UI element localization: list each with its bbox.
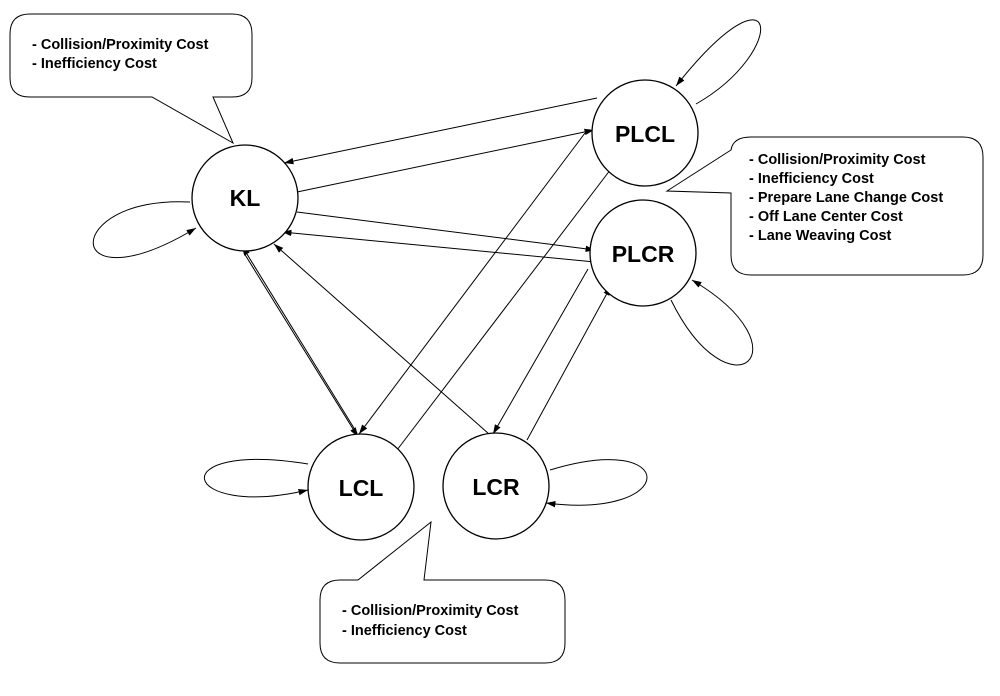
node-lcl: LCL bbox=[307, 433, 415, 541]
plcl-self-loop-arrow bbox=[675, 19, 762, 105]
plcr-to-lcr-arrow bbox=[492, 268, 589, 435]
plc-callout-line-2: - Inefficiency Cost bbox=[749, 171, 874, 187]
prepare-lane-change-cost-callout: - Collision/Proximity Cost - Inefficienc… bbox=[665, 136, 984, 276]
kl-callout-line-1: - Collision/Proximity Cost bbox=[32, 37, 209, 53]
plc-callout-line-3: - Prepare Lane Change Cost bbox=[749, 190, 943, 206]
plc-callout-line-5: - Lane Weaving Cost bbox=[749, 228, 892, 244]
lcr-to-kl-arrow bbox=[273, 243, 490, 435]
lcr-to-plcr-arrow bbox=[526, 285, 612, 441]
node-plcr: PLCR bbox=[589, 199, 697, 307]
lcr-self-loop-arrow bbox=[545, 459, 648, 508]
kl-to-plcr-arrow bbox=[296, 211, 596, 252]
node-lcr: LCR bbox=[442, 432, 550, 540]
lcr-label: LCR bbox=[472, 474, 520, 500]
lc-callout-line-1: - Collision/Proximity Cost bbox=[342, 603, 519, 619]
kl-self-loop-arrow bbox=[92, 201, 197, 258]
plcr-self-loop-arrow bbox=[670, 279, 754, 366]
kl-to-lcl-arrow bbox=[243, 252, 359, 438]
kl-callout-line-2: - Inefficiency Cost bbox=[32, 56, 157, 72]
lcl-circle bbox=[307, 433, 415, 541]
plc-callout-line-1: - Collision/Proximity Cost bbox=[749, 152, 926, 168]
plcl-circle bbox=[591, 79, 699, 187]
plc-callout-line-4: - Off Lane Center Cost bbox=[749, 209, 903, 225]
kl-to-plcl-arrow bbox=[296, 128, 595, 193]
plcr-label: PLCR bbox=[612, 241, 675, 267]
node-plcl: PLCL bbox=[591, 79, 699, 187]
lcr-circle bbox=[442, 432, 550, 540]
lcl-to-plcl-arrow bbox=[396, 160, 618, 451]
kl-cost-callout: - Collision/Proximity Cost - Inefficienc… bbox=[9, 13, 253, 145]
lcl-label: LCL bbox=[339, 475, 384, 501]
plcl-to-lcl-arrow bbox=[358, 132, 586, 435]
plcr-to-kl-arrow bbox=[281, 229, 596, 263]
node-kl: KL bbox=[191, 144, 299, 252]
lc-callout-line-2: - Inefficiency Cost bbox=[342, 623, 467, 639]
kl-label: KL bbox=[230, 185, 261, 211]
plcr-circle bbox=[589, 199, 697, 307]
kl-circle bbox=[191, 144, 299, 252]
lane-change-cost-callout: - Collision/Proximity Cost - Inefficienc… bbox=[319, 520, 566, 664]
lcl-self-loop-arrow bbox=[204, 458, 309, 498]
plcl-to-kl-arrow bbox=[283, 97, 598, 165]
plcl-label: PLCL bbox=[615, 121, 675, 147]
lcl-to-kl-arrow bbox=[241, 245, 358, 434]
